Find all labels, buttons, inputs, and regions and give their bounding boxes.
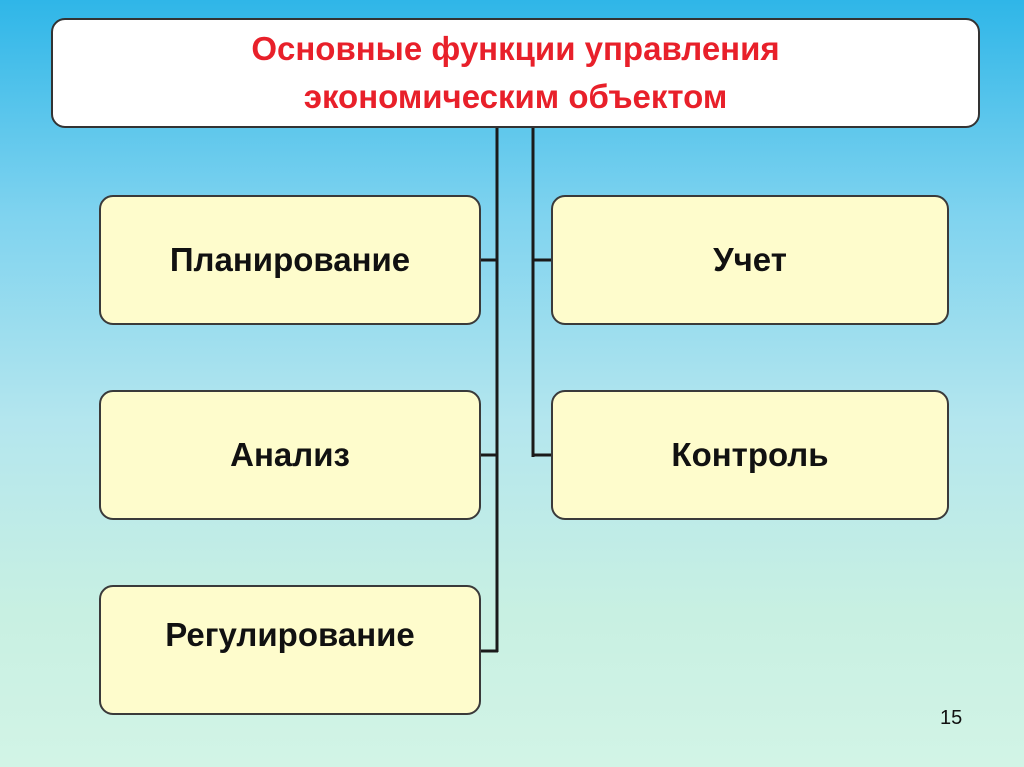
function-label-planning: Планирование [169,241,411,278]
function-box-regulation: Регулирование [99,585,481,715]
title-line-2: экономическим объектом [303,78,728,115]
title-line-1: Основные функции управления [251,30,780,67]
function-box-planning: Планирование [99,195,481,325]
function-label-regulation: Регулирование [165,616,415,653]
title-box: Основные функции управления экономически… [51,18,980,128]
function-box-analysis: Анализ [99,390,481,520]
page-number: 15 [940,707,963,729]
function-box-accounting: Учет [551,195,949,325]
function-label-analysis: Анализ [230,436,350,473]
function-label-accounting: Учет [713,241,787,278]
function-label-control: Контроль [671,436,829,473]
function-box-control: Контроль [551,390,949,520]
